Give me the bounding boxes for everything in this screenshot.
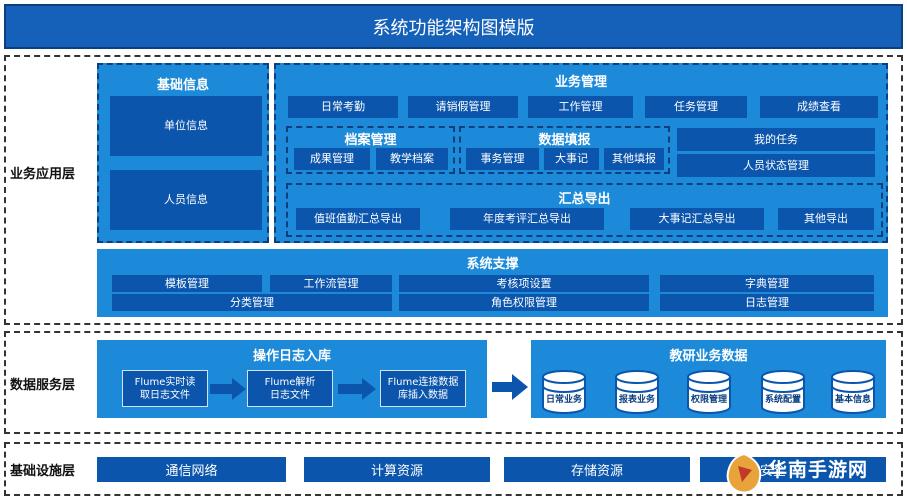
task-mgmt-box[interactable]: 任务管理: [645, 96, 747, 118]
teaching-archive-box[interactable]: 教学档案: [376, 148, 448, 170]
leave-mgmt-box[interactable]: 请销假管理: [408, 96, 518, 118]
attendance-box[interactable]: 日常考勤: [288, 96, 398, 118]
basic-info-title: 基础信息: [156, 78, 209, 93]
category-mgmt-box[interactable]: 分类管理: [112, 294, 392, 311]
data-service-layer-label: 数据服务层: [10, 377, 76, 393]
db-label: 报表业务: [618, 395, 655, 405]
database-icon[interactable]: 基本信息: [830, 370, 876, 414]
database-icon[interactable]: 权限管理: [686, 370, 732, 414]
infrastructure-layer-label: 基础设施层: [10, 463, 76, 479]
other-fill-box[interactable]: 其他填报: [604, 148, 664, 170]
summary-export-title: 汇总导出: [558, 192, 611, 207]
unit-info-box[interactable]: 单位信息: [110, 96, 262, 156]
flume-insert-step[interactable]: Flume连接数据库插入数据: [380, 370, 466, 407]
arrow-right-icon: [338, 378, 376, 400]
work-mgmt-box[interactable]: 工作管理: [528, 96, 633, 118]
watermark-subtext: HUANANSHOUYOUWANG: [772, 485, 877, 493]
network-box[interactable]: 通信网络: [97, 457, 286, 482]
db-label: 基本信息: [834, 395, 871, 405]
arrow-right-icon: [210, 378, 246, 400]
database-icon[interactable]: 日常业务: [541, 370, 587, 414]
role-permission-box[interactable]: 角色权限管理: [399, 294, 649, 311]
dictionary-mgmt-box[interactable]: 字典管理: [660, 275, 874, 292]
annual-export-box[interactable]: 年度考评汇总导出: [450, 208, 604, 230]
events-box[interactable]: 大事记: [544, 148, 599, 170]
other-export-box[interactable]: 其他导出: [778, 208, 874, 230]
workflow-mgmt-box[interactable]: 工作流管理: [270, 275, 392, 292]
storage-box[interactable]: 存储资源: [504, 457, 690, 482]
log-mgmt-box[interactable]: 日志管理: [660, 294, 874, 311]
flume-parse-step[interactable]: Flume解析日志文件: [247, 370, 333, 407]
log-ingest-title: 操作日志入库: [252, 349, 331, 364]
events-export-box[interactable]: 大事记汇总导出: [630, 208, 764, 230]
system-support-title: 系统支撑: [466, 257, 519, 272]
grades-box[interactable]: 成绩查看: [760, 96, 878, 118]
watermark-logo-icon: [726, 452, 762, 494]
affairs-mgmt-box[interactable]: 事务管理: [466, 148, 539, 170]
assessment-settings-box[interactable]: 考核项设置: [399, 275, 649, 292]
flume-read-step[interactable]: Flume实时读取日志文件: [122, 370, 208, 407]
staff-status-box[interactable]: 人员状态管理: [677, 154, 875, 177]
diagram-title: 系统功能架构图模版: [4, 4, 903, 49]
db-label: 日常业务: [545, 395, 582, 405]
compute-box[interactable]: 计算资源: [304, 457, 490, 482]
db-label: 系统配置: [764, 395, 801, 405]
my-tasks-box[interactable]: 我的任务: [677, 128, 875, 151]
research-data-title: 教研业务数据: [669, 349, 748, 364]
db-label: 权限管理: [690, 395, 727, 405]
database-icon[interactable]: 报表业务: [614, 370, 660, 414]
archive-title: 档案管理: [344, 133, 397, 148]
achievement-mgmt-box[interactable]: 成果管理: [294, 148, 370, 170]
template-mgmt-box[interactable]: 模板管理: [112, 275, 262, 292]
watermark-text: 华南手游网: [768, 459, 869, 481]
database-icon[interactable]: 系统配置: [760, 370, 806, 414]
staff-info-box[interactable]: 人员信息: [110, 170, 262, 230]
flow-arrow-icon: [492, 374, 528, 400]
duty-export-box[interactable]: 值班值勤汇总导出: [296, 208, 420, 230]
data-fill-title: 数据填报: [538, 133, 591, 148]
business-mgmt-title: 业务管理: [554, 75, 607, 90]
business-layer-label: 业务应用层: [10, 166, 76, 182]
